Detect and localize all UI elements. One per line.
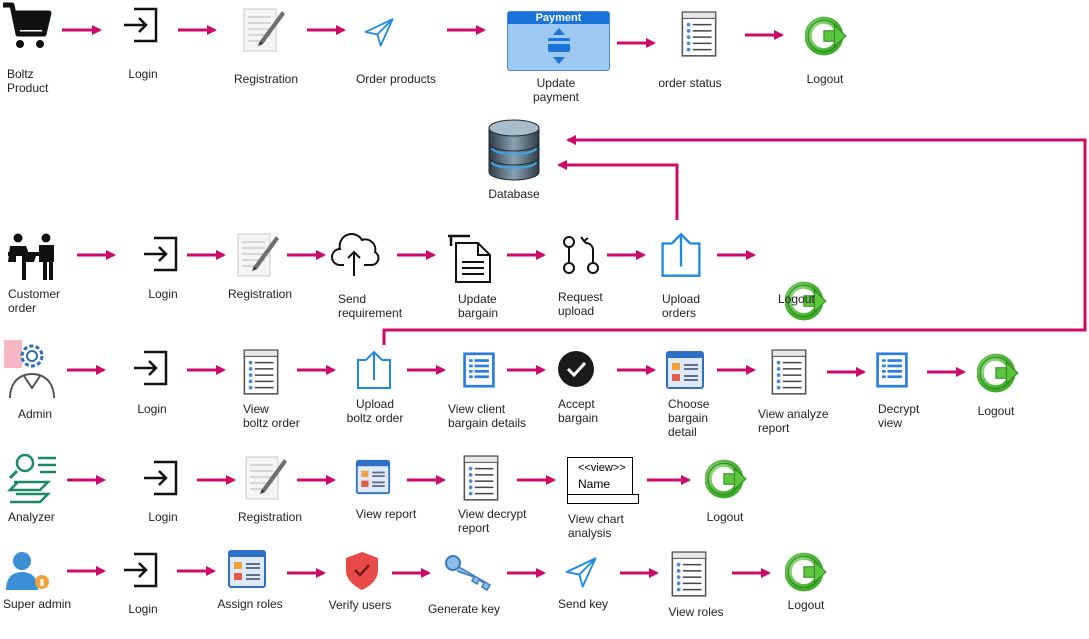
step-label: Logout bbox=[787, 598, 825, 612]
step-label: Choose bargain detail bbox=[668, 397, 710, 439]
step-label: Login bbox=[148, 287, 178, 301]
login-icon[interactable] bbox=[132, 350, 168, 386]
cloud-upload-icon[interactable] bbox=[331, 233, 380, 276]
row-admin bbox=[4, 340, 1018, 399]
check-circle-icon[interactable] bbox=[558, 351, 594, 387]
step-label: Logout bbox=[706, 510, 744, 524]
key-icon[interactable] bbox=[445, 555, 492, 592]
database-icon bbox=[488, 119, 540, 181]
step-label: Registration bbox=[227, 287, 293, 301]
super-admin-icon bbox=[6, 552, 49, 590]
checklist-icon[interactable] bbox=[671, 551, 707, 597]
step-label: View boltz order bbox=[243, 402, 300, 430]
shield-check-icon[interactable] bbox=[346, 552, 378, 590]
analyzer-icon bbox=[6, 453, 56, 504]
step-label: Registration bbox=[233, 72, 299, 86]
logout-icon[interactable] bbox=[788, 556, 826, 588]
step-label: Request upload bbox=[558, 290, 603, 318]
step-label: Upload orders bbox=[662, 292, 701, 320]
step-label: Login bbox=[128, 67, 158, 81]
database-label: Database bbox=[488, 187, 540, 201]
step-label: View analyze report bbox=[758, 407, 829, 435]
step-label: Decrypt view bbox=[878, 402, 920, 430]
document-icon[interactable] bbox=[448, 234, 491, 283]
checklist-icon[interactable] bbox=[463, 455, 499, 501]
list-icon[interactable] bbox=[876, 352, 908, 388]
step-label: Generate key bbox=[427, 602, 501, 616]
step-label: Send requirement bbox=[338, 292, 403, 320]
actor-label: Analyzer bbox=[8, 510, 55, 524]
view-stereotype: <<view>> bbox=[578, 462, 626, 474]
form-icon[interactable] bbox=[666, 351, 704, 389]
checklist-icon[interactable] bbox=[243, 349, 279, 395]
upload-icon[interactable] bbox=[356, 350, 392, 390]
actor-label: Admin bbox=[17, 407, 52, 421]
step-label: Accept bargain bbox=[558, 397, 599, 425]
actor-label: Super admin bbox=[3, 597, 72, 611]
step-label: Logout bbox=[977, 404, 1015, 418]
actor-label: Boltz Product bbox=[7, 67, 49, 95]
registration-icon[interactable] bbox=[245, 456, 288, 500]
row-customer-order bbox=[8, 233, 826, 317]
view-entity-box[interactable]: <<view>> Name bbox=[567, 457, 639, 504]
logout-icon[interactable] bbox=[808, 20, 846, 52]
step-label: Assign roles bbox=[217, 597, 283, 611]
step-label: Update bargain bbox=[458, 292, 499, 320]
step-label: order status bbox=[658, 76, 722, 90]
meeting-icon bbox=[8, 233, 54, 280]
step-label: Logout bbox=[778, 292, 815, 306]
admin-gear-icon bbox=[4, 340, 55, 399]
branch-icon[interactable] bbox=[563, 236, 599, 274]
step-label: Registration bbox=[237, 510, 303, 524]
step-label: View client bargain details bbox=[448, 402, 527, 430]
logout-icon[interactable] bbox=[708, 463, 746, 495]
step-label: Login bbox=[128, 602, 158, 616]
form-icon[interactable] bbox=[228, 550, 266, 588]
step-label: Update payment bbox=[532, 76, 580, 104]
checklist-icon[interactable] bbox=[681, 11, 717, 57]
row-analyzer bbox=[6, 453, 746, 504]
view-box-underlay bbox=[567, 494, 639, 504]
step-label: Logout bbox=[806, 72, 844, 86]
registration-icon[interactable] bbox=[237, 233, 280, 277]
step-label: Login bbox=[137, 402, 167, 416]
checklist-icon[interactable] bbox=[771, 349, 807, 395]
step-label: Upload boltz order bbox=[346, 397, 404, 425]
payment-title: Payment bbox=[508, 12, 609, 24]
payment-icon[interactable]: Payment bbox=[507, 11, 610, 71]
row-boltz-product bbox=[3, 2, 846, 57]
upload-icon[interactable] bbox=[661, 233, 701, 277]
login-icon[interactable] bbox=[142, 460, 178, 496]
list-icon[interactable] bbox=[463, 352, 495, 388]
step-label: Login bbox=[148, 510, 178, 524]
step-label: View chart analysis bbox=[568, 512, 624, 540]
login-icon[interactable] bbox=[122, 552, 158, 588]
cart-icon bbox=[3, 2, 52, 48]
logout-icon[interactable] bbox=[980, 357, 1018, 389]
login-icon[interactable] bbox=[122, 7, 158, 43]
step-label: Send key bbox=[557, 597, 609, 611]
step-label: View report bbox=[355, 507, 417, 521]
card-icon bbox=[548, 28, 570, 64]
send-icon[interactable] bbox=[364, 18, 394, 47]
send-icon[interactable] bbox=[565, 557, 597, 588]
form-icon[interactable] bbox=[355, 459, 391, 495]
step-label: Order products bbox=[355, 72, 437, 86]
registration-icon[interactable] bbox=[243, 8, 286, 52]
step-label: View decrypt report bbox=[458, 507, 527, 535]
row-super-admin bbox=[6, 550, 826, 597]
view-name: Name bbox=[578, 477, 611, 491]
step-label: Verify users bbox=[328, 598, 392, 612]
step-label: View roles bbox=[668, 605, 724, 619]
login-icon[interactable] bbox=[142, 236, 178, 272]
actor-label: Customer order bbox=[8, 287, 61, 315]
